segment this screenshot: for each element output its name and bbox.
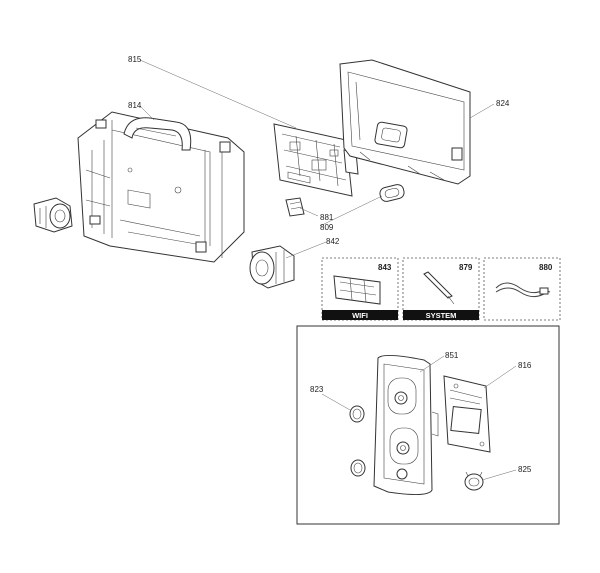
part-823-rings [349, 405, 366, 477]
callout-823: 823 [310, 385, 324, 394]
part-816-display-board [443, 375, 491, 453]
part-809-gasket [379, 184, 405, 202]
part-825-knob [464, 471, 484, 491]
kit-879-tag: SYSTEM [426, 311, 457, 320]
kit-843-number: 843 [378, 263, 392, 272]
kit-880-number: 880 [539, 263, 553, 272]
callout-824: 824 [496, 99, 510, 108]
kit-879-system: 879 SYSTEM [402, 257, 480, 321]
kit-843-tag: WIFI [352, 311, 368, 320]
left-motor-bracket [33, 197, 73, 233]
part-815-control-board [273, 123, 359, 197]
callouts: 815 814 824 881 809 842 851 816 823 825 [128, 55, 532, 474]
part-881-connector [285, 197, 305, 217]
callout-842: 842 [326, 237, 340, 246]
callout-809: 809 [320, 223, 334, 232]
part-851-front-panel [373, 354, 439, 496]
leader-lines [139, 59, 517, 481]
part-842-motor [249, 245, 295, 289]
part-824-back-cover [339, 59, 471, 185]
callout-814: 814 [128, 101, 142, 110]
part-814-chassis [77, 111, 245, 263]
callout-881: 881 [320, 213, 334, 222]
callout-825: 825 [518, 465, 532, 474]
kit-880: 880 [483, 257, 561, 321]
kit-879-number: 879 [459, 263, 473, 272]
kit-843-wifi: 843 WIFI [321, 257, 399, 321]
callout-816: 816 [518, 361, 532, 370]
detail-box [296, 325, 560, 525]
callout-815: 815 [128, 55, 142, 64]
callout-851: 851 [445, 351, 459, 360]
